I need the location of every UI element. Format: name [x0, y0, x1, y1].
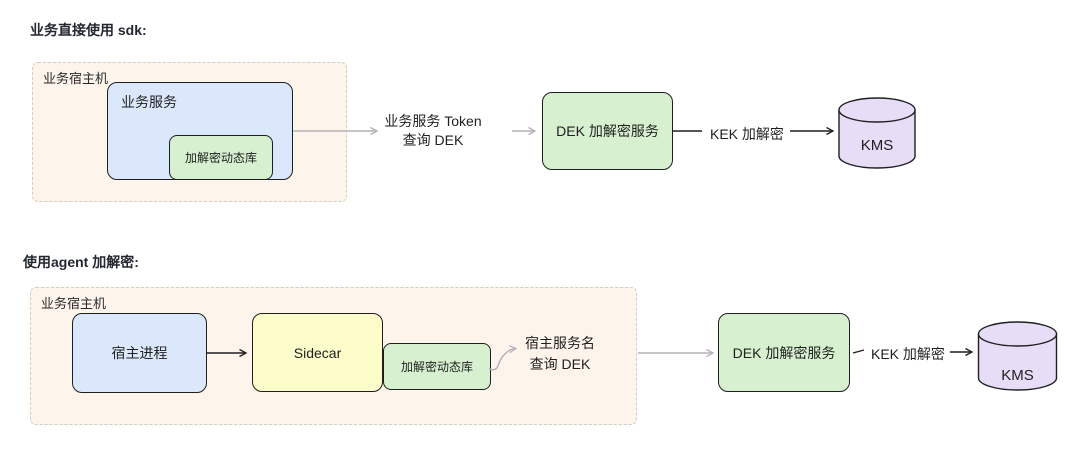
kms-cylinder-top-sdk	[838, 97, 916, 123]
service-name-query-label: 宿主服务名 查询 DEK	[515, 333, 605, 375]
host-process-label: 宿主进程	[111, 345, 168, 361]
token-query-label: 业务服务 Token 查询 DEK	[377, 112, 489, 150]
token-query-line1: 业务服务 Token	[384, 113, 482, 129]
crypto-lib-label-sdk: 加解密动态库	[184, 151, 257, 165]
crypto-lib-box-sdk: 加解密动态库	[169, 135, 273, 180]
sdk-host-label: 业务宿主机	[43, 71, 109, 86]
agent-host-label: 业务宿主机	[41, 296, 107, 311]
token-query-line2: 查询 DEK	[402, 132, 464, 148]
agent-flow-title: 使用agent 加解密:	[23, 254, 139, 270]
sidecar-box: Sidecar	[252, 313, 383, 392]
kek-label-agent: KEK 加解密	[871, 346, 945, 362]
sdk-flow-title: 业务直接使用 sdk:	[30, 22, 147, 38]
dek-service-label-agent: DEK 加解密服务	[732, 344, 836, 361]
kms-label-sdk: KMS	[860, 137, 894, 154]
kms-label-agent: KMS	[1001, 367, 1034, 384]
kek-label-sdk: KEK 加解密	[710, 126, 784, 142]
kms-cylinder-sdk	[838, 97, 916, 169]
crypto-lib-label-agent: 加解密动态库	[400, 360, 473, 374]
service-name-query-line2: 查询 DEK	[529, 356, 591, 372]
kms-cylinder-top-agent	[977, 321, 1058, 347]
dek-service-box-agent: DEK 加解密服务	[718, 313, 850, 392]
dek-service-label-sdk: DEK 加解密服务	[556, 123, 659, 139]
sidecar-label: Sidecar	[293, 344, 342, 361]
dek-service-box-sdk: DEK 加解密服务	[542, 92, 673, 170]
host-process-box: 宿主进程	[72, 313, 207, 393]
crypto-lib-box-agent: 加解密动态库	[383, 343, 491, 390]
kek-link-dash-agent	[852, 349, 865, 354]
business-service-label: 业务服务	[121, 94, 177, 110]
service-name-query-line1: 宿主服务名	[525, 335, 595, 351]
